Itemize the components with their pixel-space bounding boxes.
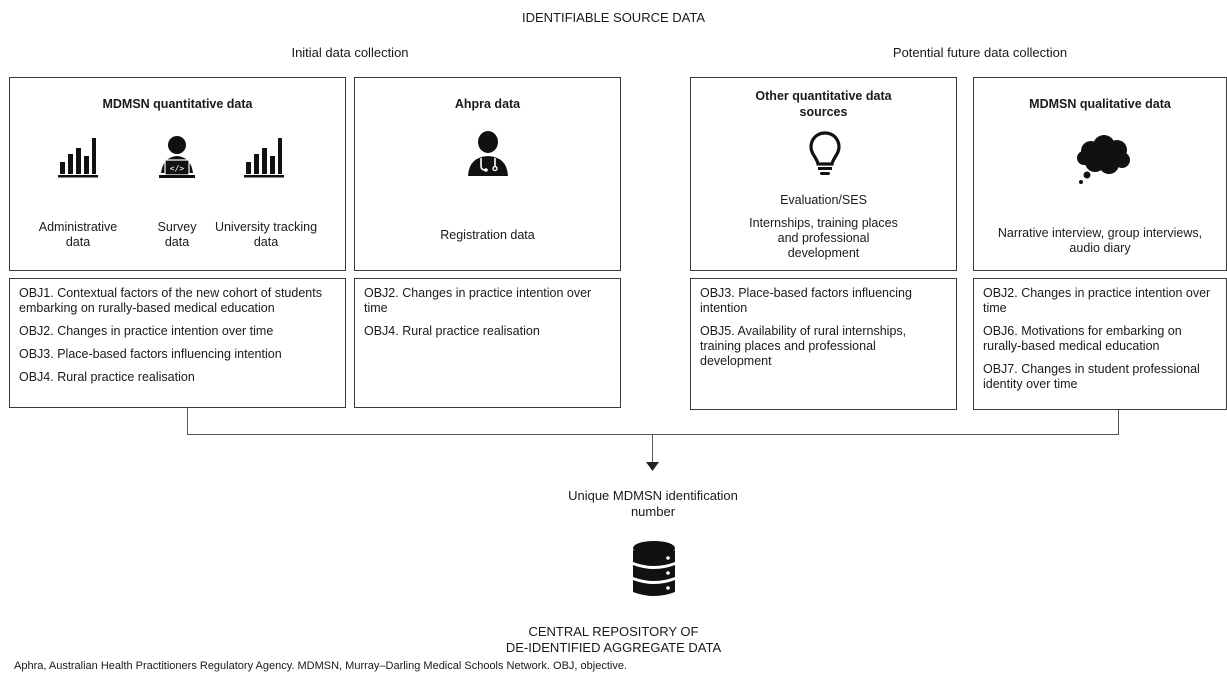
box-other-quantitative: Other quantitative data sources Evaluati… [690, 77, 957, 271]
source-label: Evaluation/SES [780, 193, 867, 207]
footnote: Aphra, Australian Health Practitioners R… [14, 660, 627, 672]
objectives-box: OBJ1. Contextual factors of the new coho… [9, 278, 346, 408]
section-heading-initial: Initial data collection [291, 45, 409, 60]
arrow-down-icon [646, 462, 659, 471]
item-label: Narrative interview, group interviews, a… [997, 226, 1203, 255]
box-title: MDMSN quantitative data [102, 97, 253, 111]
diagram-title: IDENTIFIABLE SOURCE DATA [522, 10, 705, 25]
bar-chart-icon [244, 138, 284, 178]
objective-item: OBJ6. Motivations for embarking on rural… [983, 324, 1182, 353]
connector-line [187, 434, 1119, 435]
connector-line [187, 408, 188, 435]
objectives-box: OBJ3. Place-based factors influencing in… [690, 278, 957, 410]
thought-cloud-icon [1077, 135, 1130, 184]
objectives-box: OBJ2. Changes in practice intention over… [354, 278, 621, 408]
lightbulb-icon [809, 131, 841, 175]
objective-item: OBJ2. Changes in practice intention over… [364, 286, 592, 315]
box-title: Other quantitative data sources [755, 89, 892, 119]
doctor-icon [468, 131, 508, 176]
database-icon [633, 541, 675, 596]
objective-item: OBJ4. Rural practice realisation [364, 324, 540, 338]
repository-label-line1: CENTRAL REPOSITORY OF [528, 624, 699, 639]
box-ahpra: Ahpra data Registration data [354, 77, 621, 271]
connector-line [1118, 410, 1119, 435]
objectives-box: OBJ2. Changes in practice intention over… [973, 278, 1227, 410]
source-label: Internships, training places and profess… [749, 216, 898, 260]
item-label: Survey data [157, 220, 197, 249]
repository-label-line2: DE-IDENTIFIED AGGREGATE DATA [505, 640, 722, 655]
unique-id-label: Unique MDMSN identification number [568, 488, 738, 519]
laptop-user-icon: </> [159, 136, 195, 178]
bar-chart-icon [58, 138, 98, 178]
objective-item: OBJ2. Changes in practice intention over… [983, 286, 1211, 315]
item-label: Administrative data [38, 220, 118, 249]
box-title: MDMSN qualitative data [1029, 97, 1171, 111]
box-title: Ahpra data [454, 97, 521, 111]
box-mdmsn-quantitative: MDMSN quantitative data </> Administrati… [9, 77, 346, 271]
objective-item: OBJ3. Place-based factors influencing in… [19, 347, 282, 361]
box-mdmsn-qualitative: MDMSN qualitative data Narrative intervi… [973, 77, 1227, 271]
objective-item: OBJ4. Rural practice realisation [19, 370, 195, 384]
svg-text:</>: </> [170, 164, 185, 173]
connector-line [652, 434, 653, 464]
item-label: Registration data [440, 228, 535, 242]
objective-item: OBJ7. Changes in student professional id… [983, 362, 1200, 391]
objective-item: OBJ3. Place-based factors influencing in… [700, 286, 912, 315]
objective-item: OBJ1. Contextual factors of the new coho… [19, 286, 322, 315]
objective-item: OBJ5. Availability of rural internships,… [700, 324, 907, 368]
item-label: University tracking data [214, 220, 318, 249]
section-heading-future: Potential future data collection [892, 45, 1068, 60]
objective-item: OBJ2. Changes in practice intention over… [19, 324, 274, 338]
